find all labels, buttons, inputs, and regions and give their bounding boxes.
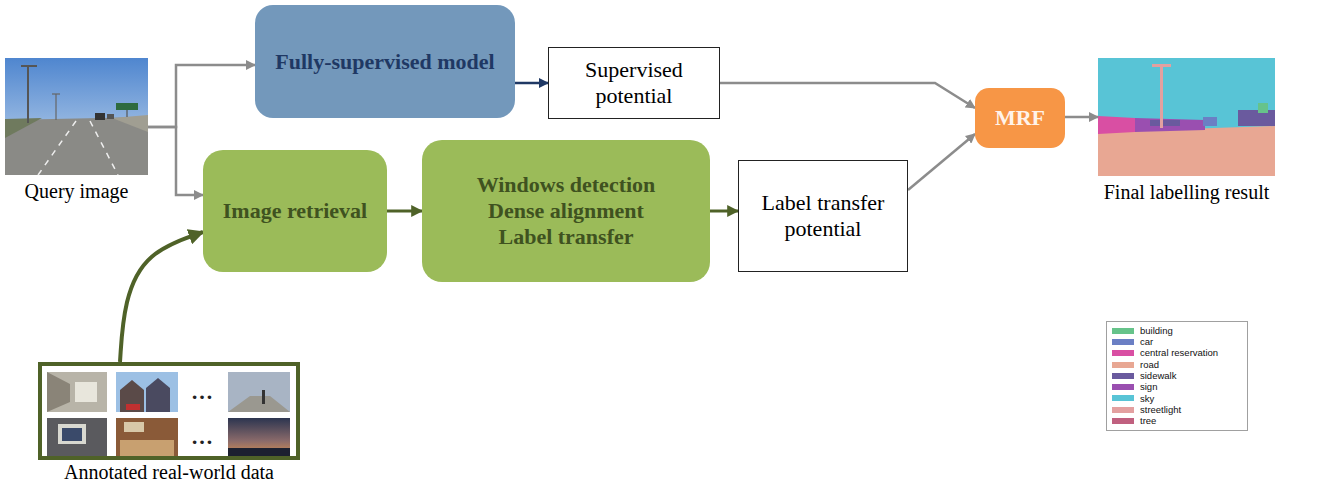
potential-box: Supervised potential — [548, 47, 720, 119]
legend-text: streetlight — [1140, 405, 1181, 415]
legend-entry: car — [1112, 336, 1241, 347]
legend-text: car — [1140, 337, 1153, 347]
box-text: Fully-supervised model — [275, 49, 494, 75]
legend-entry: central reservation — [1112, 348, 1241, 359]
result-image: Final labelling result — [1098, 58, 1275, 176]
legend-entry: sky — [1112, 393, 1241, 404]
legend-swatch — [1112, 328, 1134, 334]
legend-entry: building — [1112, 325, 1241, 336]
legend-text: sign — [1140, 382, 1157, 392]
box-text: Supervised potential — [557, 57, 711, 109]
image-caption: Annotated real-world data — [64, 461, 274, 483]
mrf-box: MRF — [975, 88, 1065, 148]
process-box: Windows detectionDense alignmentLabel tr… — [422, 140, 710, 282]
flow-arrow — [120, 232, 203, 362]
flow-arrow — [1065, 116, 1098, 119]
legend-text: sidewalk — [1140, 371, 1176, 381]
legend-box: buildingcarcentral reservation roadsidewa… — [1106, 321, 1248, 431]
box-text: Windows detection — [477, 172, 656, 198]
flow-arrow — [148, 65, 255, 127]
query-photo — [5, 58, 148, 175]
legend-entry: road — [1112, 359, 1241, 370]
dataset-thumbnails — [47, 372, 290, 456]
flow-arrow — [908, 134, 975, 190]
legend-swatch — [1112, 384, 1134, 390]
legend-swatch — [1112, 339, 1134, 345]
legend-swatch — [1112, 373, 1134, 379]
ellipsis-mark: … — [191, 424, 213, 450]
legend-text: road — [1140, 360, 1159, 370]
flow-arrow — [515, 82, 548, 85]
box-text: Image retrieval — [223, 198, 367, 224]
legend-swatch — [1112, 418, 1134, 424]
potential-box: Label transfer potential — [738, 160, 908, 272]
query-image: Query image — [5, 58, 148, 175]
legend-swatch — [1112, 407, 1134, 413]
image-caption: Final labelling result — [1104, 181, 1270, 203]
legend-text: tree — [1140, 416, 1156, 426]
box-text: Label transfer — [498, 224, 633, 250]
image-caption: Query image — [25, 180, 129, 202]
box-text: Label transfer potential — [747, 190, 899, 242]
legend-text: building — [1140, 326, 1173, 336]
legend-entry: streetlight — [1112, 404, 1241, 415]
flow-arrow — [148, 127, 203, 195]
legend-swatch — [1112, 362, 1134, 368]
legend-entry: tree — [1112, 415, 1241, 426]
process-box: Image retrieval — [203, 150, 387, 272]
legend-swatch — [1112, 395, 1134, 401]
result-segmentation — [1098, 58, 1275, 176]
ellipsis-mark: … — [191, 379, 213, 405]
legend-entry: sign — [1112, 381, 1241, 392]
box-text: MRF — [995, 105, 1045, 131]
box-text: Dense alignment — [488, 198, 644, 224]
model-box: Fully-supervised model — [255, 5, 515, 118]
flow-arrow — [710, 210, 738, 213]
legend-entry: sidewalk — [1112, 370, 1241, 381]
legend-text: sky — [1140, 394, 1154, 404]
flow-arrow — [720, 83, 975, 108]
flow-arrow — [387, 210, 422, 213]
dataset-frame: Annotated real-world data — [38, 362, 300, 460]
legend-text: central reservation — [1140, 348, 1218, 358]
legend-swatch — [1112, 350, 1134, 356]
